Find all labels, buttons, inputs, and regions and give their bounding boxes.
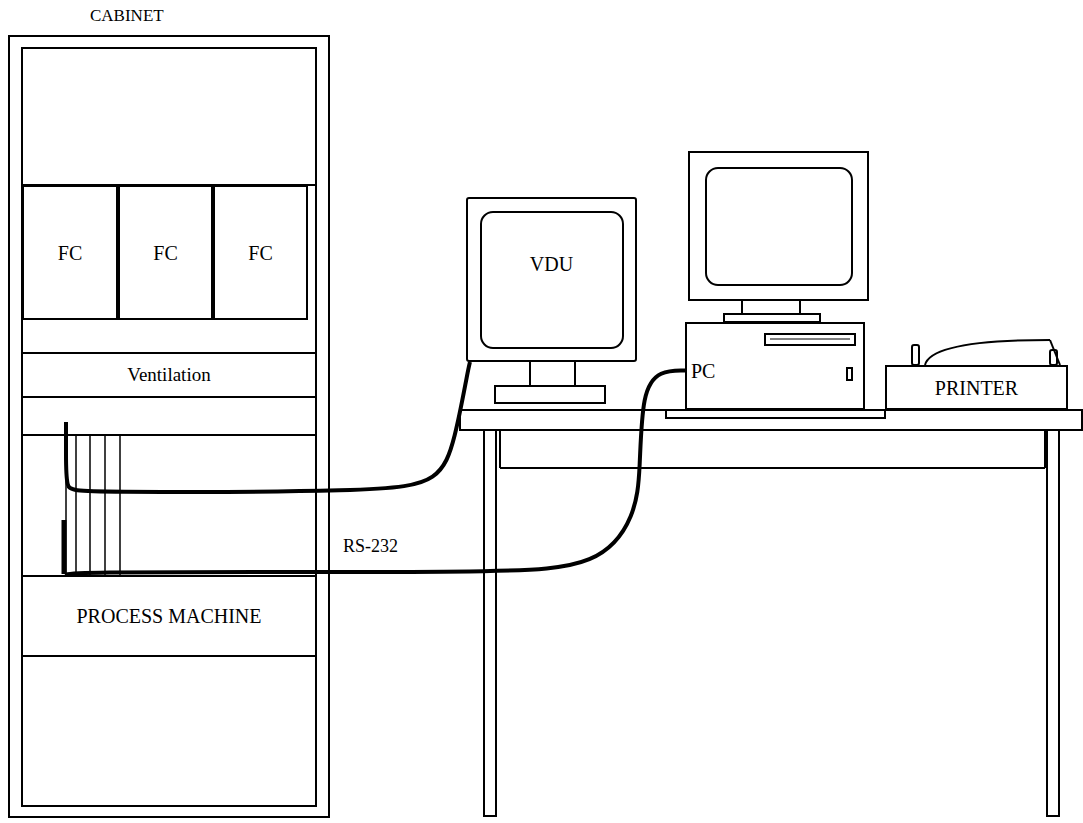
table-apron: [499, 430, 501, 468]
vdu-screen: [481, 212, 623, 348]
box-label: VDU: [530, 253, 573, 275]
ventilation-band: Ventilation: [22, 352, 316, 398]
box-label: PC: [691, 360, 715, 382]
box-label: Ventilation: [127, 365, 210, 386]
table-leg: [484, 430, 496, 816]
box-label: FC: [248, 242, 272, 264]
power-light: [847, 368, 852, 380]
vdu-base: [495, 386, 605, 403]
table-apron: [1044, 430, 1046, 468]
cable: [65, 370, 685, 575]
pc-unit: PC: [685, 322, 865, 410]
cabinet: CABINETFCFCFCVentilationPROCESS MACHINE: [8, 35, 330, 818]
card-slots: [66, 435, 120, 575]
cable: [66, 362, 470, 492]
box-label: FC: [153, 242, 177, 264]
fc-box: FC: [22, 185, 118, 320]
printer-paper: [1050, 340, 1060, 365]
box-label: FC: [58, 242, 82, 264]
box-label: PRINTER: [935, 377, 1018, 399]
keyboard: [666, 410, 885, 418]
table-leg: [1047, 430, 1059, 816]
printer-knob: [1050, 350, 1057, 365]
pc-monitor-neck: [742, 300, 800, 314]
vdu-neck: [530, 362, 575, 386]
vdu-monitor: VDU: [466, 197, 637, 362]
printer-paper: [925, 340, 1050, 365]
printer-knob: [912, 345, 919, 365]
connector-plug: [62, 520, 67, 574]
disk-drive-slot: [765, 334, 855, 345]
printer: PRINTER: [885, 365, 1068, 410]
pc-monitor-base: [724, 314, 820, 322]
pc-monitor: [689, 152, 868, 300]
disk-drive-slot: [770, 339, 850, 340]
pc-screen: [706, 168, 852, 285]
table-top: [460, 410, 1082, 430]
cabinet-heading: CABINET: [90, 7, 164, 26]
table-apron: [500, 467, 1045, 469]
box-label: PROCESS MACHINE: [76, 605, 261, 627]
fc-box: FC: [118, 185, 213, 320]
signal-name: RS-232: [340, 536, 401, 557]
fc-box: FC: [213, 185, 308, 320]
process-machine-band: PROCESS MACHINE: [22, 575, 316, 657]
